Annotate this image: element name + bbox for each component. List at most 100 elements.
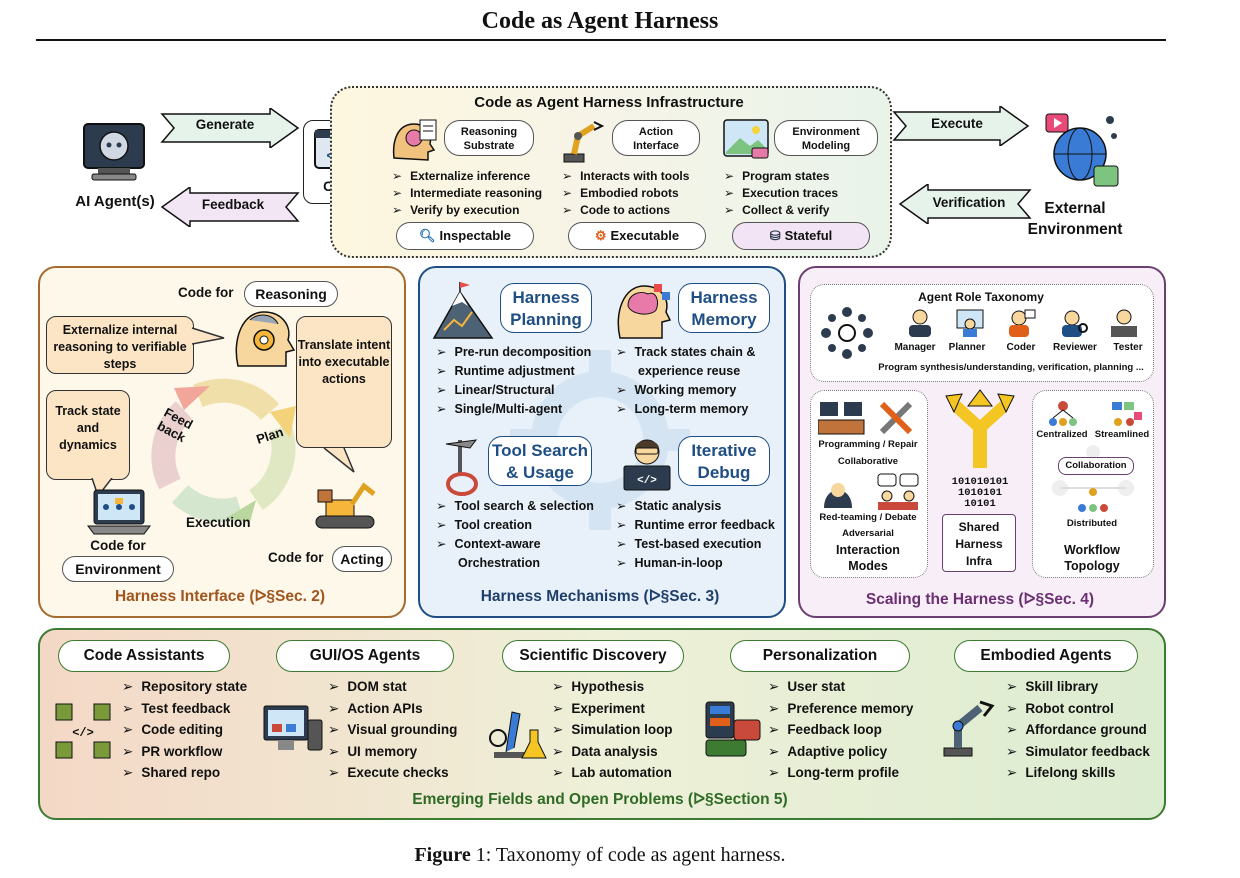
execute-label: Execute xyxy=(931,116,983,131)
field-gui-os-agents-list: DOM stat Action APIs Visual grounding UI… xyxy=(328,676,457,784)
ai-agent-label: AI Agent(s) xyxy=(75,193,155,210)
database-icon: ⛁ xyxy=(769,228,781,243)
callout-environment: Track state and dynamics xyxy=(46,390,130,480)
feedback-label: Feedback xyxy=(201,197,265,212)
hacker-icon xyxy=(824,483,852,508)
environment-modeling-list: Program states Execution traces Collect … xyxy=(724,168,838,219)
coder-icon xyxy=(1009,309,1036,337)
robot-agent-icon xyxy=(83,123,145,181)
feedback-arrow xyxy=(160,187,300,227)
generate-label: Generate xyxy=(195,117,255,132)
tool-search-usage-list: Tool search & selection Tool creation Co… xyxy=(436,497,593,573)
roles-row xyxy=(893,308,1143,358)
mountain-flag-icon xyxy=(432,282,494,339)
reasoning-substrate-list: Externalize inference Intermediate reaso… xyxy=(392,168,542,219)
globe-network-icon xyxy=(1045,113,1119,187)
role-taxonomy-note: Program synthesis/understanding, verific… xyxy=(878,362,1144,373)
wrench-screwdriver-icon xyxy=(879,401,913,435)
field-scientific-discovery-title: Scientific Discovery xyxy=(502,640,684,672)
plan-execute-feedback-cycle xyxy=(151,378,296,522)
interaction-modes-title: Interaction Modes xyxy=(836,543,900,573)
field-scientific-discovery-list: Hypothesis Experiment Simulation loop Da… xyxy=(552,676,672,784)
harness-memory-title: Harness Memory xyxy=(678,283,770,333)
figure-caption: Figure 1: Taxonomy of code as agent harn… xyxy=(414,844,786,866)
action-interface-pill: Action Interface xyxy=(612,120,700,156)
brain-head-icon xyxy=(392,119,437,161)
topology-collaboration: Collaboration xyxy=(1058,457,1134,475)
cycle-execution-label: Execution xyxy=(186,515,251,530)
harness-planning-title: Harness Planning xyxy=(500,283,592,333)
industrial-robot-arm-icon xyxy=(943,700,995,757)
three-way-arrow-icon xyxy=(945,389,1015,468)
ice-axe-rope-icon xyxy=(445,439,478,496)
environment-pill: Environment xyxy=(62,556,174,582)
iterative-debug-list: Static analysis Runtime error feedback T… xyxy=(616,497,774,573)
harness-planning-list: Pre-run decomposition Runtime adjustment… xyxy=(436,343,591,419)
computers-desk-icon xyxy=(818,402,865,435)
field-personalization-title: Personalization xyxy=(730,640,910,672)
stateful-pill: ⛁Stateful xyxy=(732,222,870,250)
team-network-icon xyxy=(821,307,873,359)
acting-pill: Acting xyxy=(332,546,392,572)
debate-icon xyxy=(877,473,919,510)
figure-title: Code as Agent Harness xyxy=(481,8,719,34)
workflow-topology-title: Workflow Topology xyxy=(1063,543,1121,573)
callout-acting: Translate intent into executable actions xyxy=(296,316,392,448)
head-gear-icon xyxy=(235,311,296,367)
topology-centralized: Centralized xyxy=(1036,429,1088,440)
code-for-reasoning-prefix: Code for xyxy=(178,285,234,300)
callout-reasoning: Externalize internal reasoning to verifi… xyxy=(46,316,194,374)
reasoning-substrate-pill: Reasoning Substrate xyxy=(444,120,534,156)
callout-reasoning-tail xyxy=(191,327,225,345)
manager-icon xyxy=(909,309,931,337)
environment-modeling-pill: Environment Modeling xyxy=(774,120,878,156)
topology-distributed: Distributed xyxy=(1066,518,1118,529)
role-manager: Manager xyxy=(894,342,936,353)
role-planner: Planner xyxy=(948,342,986,353)
scaling-footer: Scaling the Harness (ᐅ§Sec. 4) xyxy=(865,591,1095,608)
role-taxonomy-title: Agent Role Taxonomy xyxy=(918,290,1044,304)
svg-text:</>: </> xyxy=(72,726,94,740)
field-gui-os-agents-title: GUI/OS Agents xyxy=(276,640,454,672)
code-for-environment-prefix: Code for xyxy=(90,538,146,553)
iterative-debug-title: Iterative Debug xyxy=(678,436,770,486)
gear-check-icon: ⚙ xyxy=(594,228,607,243)
microscope-flask-icon xyxy=(489,711,547,759)
field-code-assistants-list: Repository state Test feedback Code edit… xyxy=(122,676,247,784)
verification-arrow xyxy=(898,184,1032,224)
action-interface-list: Interacts with tools Embodied robots Cod… xyxy=(562,168,689,219)
distributed-icon xyxy=(1078,488,1108,512)
svg-text:</>: </> xyxy=(637,475,657,487)
infrastructure-title: Code as Agent Harness Infrastructure xyxy=(474,94,744,111)
robot-excavator-icon xyxy=(315,482,376,529)
mode-collaborative: Collaborative xyxy=(837,456,899,467)
title-rule xyxy=(36,39,1166,41)
harness-mechanisms-footer: Harness Mechanisms (ᐅ§Sec. 3) xyxy=(480,588,720,605)
field-embodied-agents-list: Skill library Robot control Affordance g… xyxy=(1006,676,1150,784)
field-code-assistants-title: Code Assistants xyxy=(58,640,230,672)
reviewer-icon xyxy=(1062,310,1088,337)
tester-icon xyxy=(1111,309,1137,337)
profile-devices-icon xyxy=(705,701,761,757)
planner-icon xyxy=(956,309,984,337)
coder-laptop-icon: </> xyxy=(623,439,671,491)
role-tester: Tester xyxy=(1113,342,1143,353)
executable-pill: ⚙Executable xyxy=(568,222,706,250)
environment-window-icon xyxy=(723,119,769,159)
magnifier-icon: 🔍︎ xyxy=(418,228,436,243)
binary-stream: 101010101 1010101 10101 xyxy=(951,476,1009,510)
centralized-icon xyxy=(1049,401,1077,426)
mode-red-teaming-debate: Red-teaming / Debate xyxy=(819,512,917,523)
execute-arrow xyxy=(892,106,1030,146)
external-environment-label: External Environment xyxy=(1027,200,1123,238)
verification-label: Verification xyxy=(932,195,1006,210)
role-coder: Coder xyxy=(1006,342,1036,353)
streamlined-icon xyxy=(1112,402,1142,426)
emerging-fields-footer: Emerging Fields and Open Problems (ᐅ§Sec… xyxy=(412,791,788,808)
topology-streamlined: Streamlined xyxy=(1094,429,1150,440)
harness-interface-footer: Harness Interface (ᐅ§Sec. 2) xyxy=(114,588,326,605)
code-cubes-icon: </> xyxy=(55,703,111,759)
inspectable-pill: 🔍︎Inspectable xyxy=(396,222,534,250)
robot-arm-icon xyxy=(563,121,605,163)
reasoning-pill: Reasoning xyxy=(244,281,338,307)
